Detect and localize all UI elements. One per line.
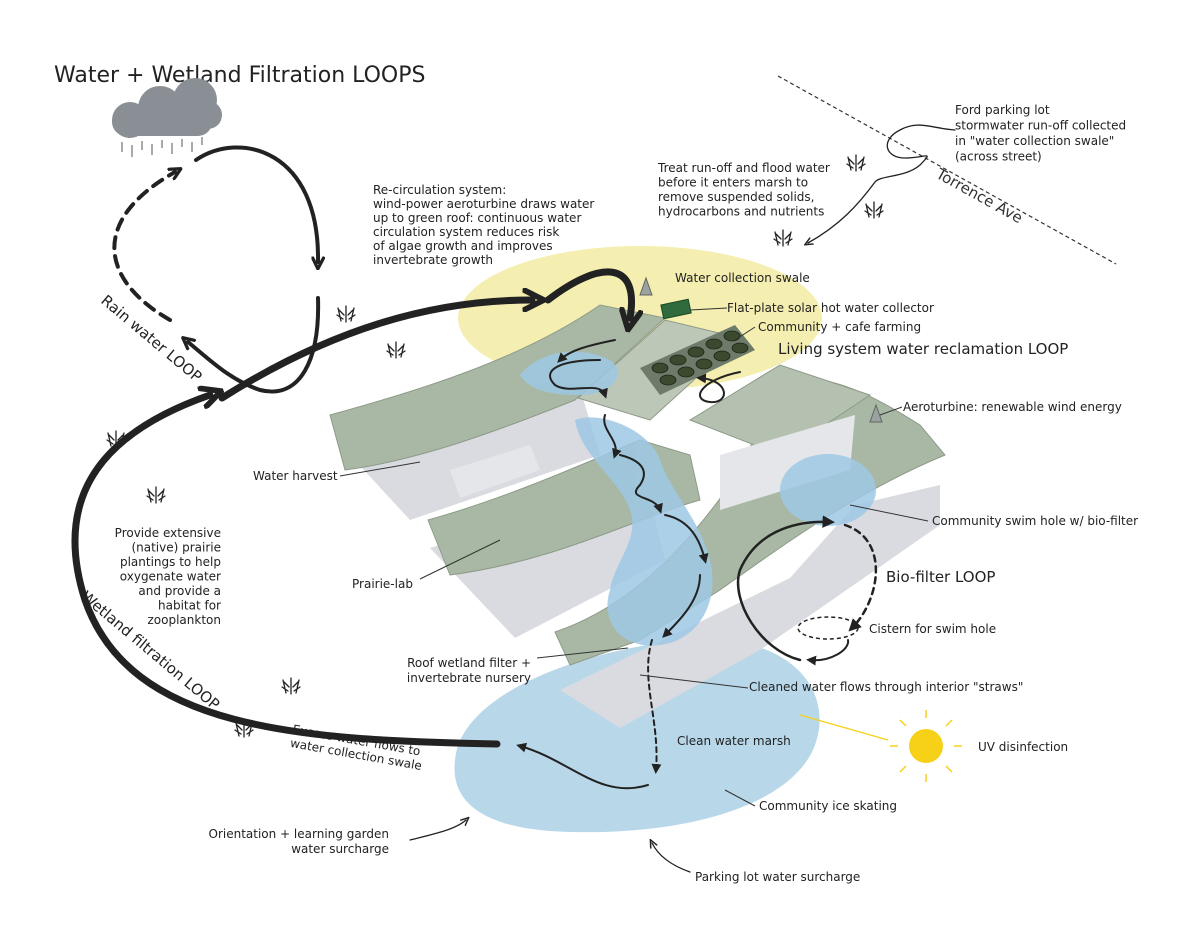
label-line: Treat run-off and flood water	[657, 161, 830, 175]
excess-water-label: Excess water flows towater collection sw…	[289, 722, 425, 773]
rain-cloud-icon	[112, 78, 222, 157]
label-line: up to green roof: continuous water	[373, 211, 581, 225]
ford-runoff-arrow	[808, 124, 956, 243]
water-harvest-label: Water harvest	[253, 469, 338, 483]
label-line: water surcharge	[291, 842, 389, 856]
label-line: Ford parking lot	[955, 103, 1050, 117]
clean-water-marsh-pool	[454, 638, 820, 833]
solar-collector	[660, 298, 692, 320]
label-line: wind-power aeroturbine draws water	[373, 197, 594, 211]
label-line: of algae growth and improves	[373, 239, 553, 253]
label-line: plantings to help	[120, 555, 221, 569]
label-line: in "water collection swale"	[955, 134, 1114, 148]
living-system-loop-label: Living system water reclamation LOOP	[778, 340, 1068, 358]
leader-lines	[339, 307, 929, 807]
solar-collector-label: Flat-plate solar hot water collector	[727, 301, 934, 315]
label-line: Orientation + learning garden	[209, 827, 390, 841]
parking-surcharge-label: Parking lot water surcharge	[695, 870, 860, 884]
label-line: Roof wetland filter +	[407, 656, 531, 670]
label-line: zooplankton	[148, 613, 222, 627]
label-line: circulation system reduces risk	[373, 225, 559, 239]
straws-label: Cleaned water flows through interior "st…	[749, 680, 1023, 694]
recirculation-system-label: Re-circulation system:wind-power aerotur…	[373, 183, 594, 267]
label-line: before it enters marsh to	[658, 176, 808, 190]
label-line: habitat for	[158, 599, 221, 613]
label-line: stormwater run-off collected	[955, 119, 1126, 133]
label-line: remove suspended solids,	[658, 190, 814, 204]
label-line: (across street)	[955, 150, 1042, 164]
bio-filter-loop-label: Bio-filter LOOP	[886, 568, 995, 586]
clean-water-marsh-label: Clean water marsh	[677, 734, 791, 748]
cistern-label: Cistern for swim hole	[869, 622, 996, 636]
roof-water-channels	[520, 351, 876, 646]
page-title: Water + Wetland Filtration LOOPS	[54, 63, 425, 88]
cafe-farming-label: Community + cafe farming	[758, 320, 921, 334]
aeroturbine-label: Aeroturbine: renewable wind energy	[903, 400, 1122, 414]
aeroturbine-icon	[639, 276, 883, 423]
label-line: hydrocarbons and nutrients	[658, 205, 824, 219]
water-collection-swale-label: Water collection swale	[675, 271, 810, 285]
label-line: Provide extensive	[115, 526, 221, 540]
label-line: invertebrate nursery	[407, 671, 531, 685]
cafe-farming-plots	[640, 325, 755, 395]
road-label: Torrence Ave	[932, 164, 1026, 227]
label-line: (native) prairie	[131, 541, 221, 555]
label-line: and provide a	[138, 584, 221, 598]
ice-skating-label: Community ice skating	[759, 799, 897, 813]
roof-wetland-filter-label: Roof wetland filter +invertebrate nurser…	[407, 656, 531, 685]
uv-disinfection-label: UV disinfection	[978, 740, 1068, 754]
torrence-ave-line	[777, 75, 1117, 265]
label-line: invertebrate growth	[373, 253, 493, 267]
flow-arrows	[71, 145, 878, 873]
label-line: Re-circulation system:	[373, 183, 506, 197]
sun-icon	[799, 710, 962, 782]
prairie-lab-label: Prairie-lab	[352, 577, 413, 591]
ford-parking-lot-label: Ford parking lot stormwater run-off colle…	[955, 103, 1126, 164]
swim-hole-label: Community swim hole w/ bio-filter	[932, 514, 1138, 528]
label-line: oxygenate water	[120, 570, 221, 584]
